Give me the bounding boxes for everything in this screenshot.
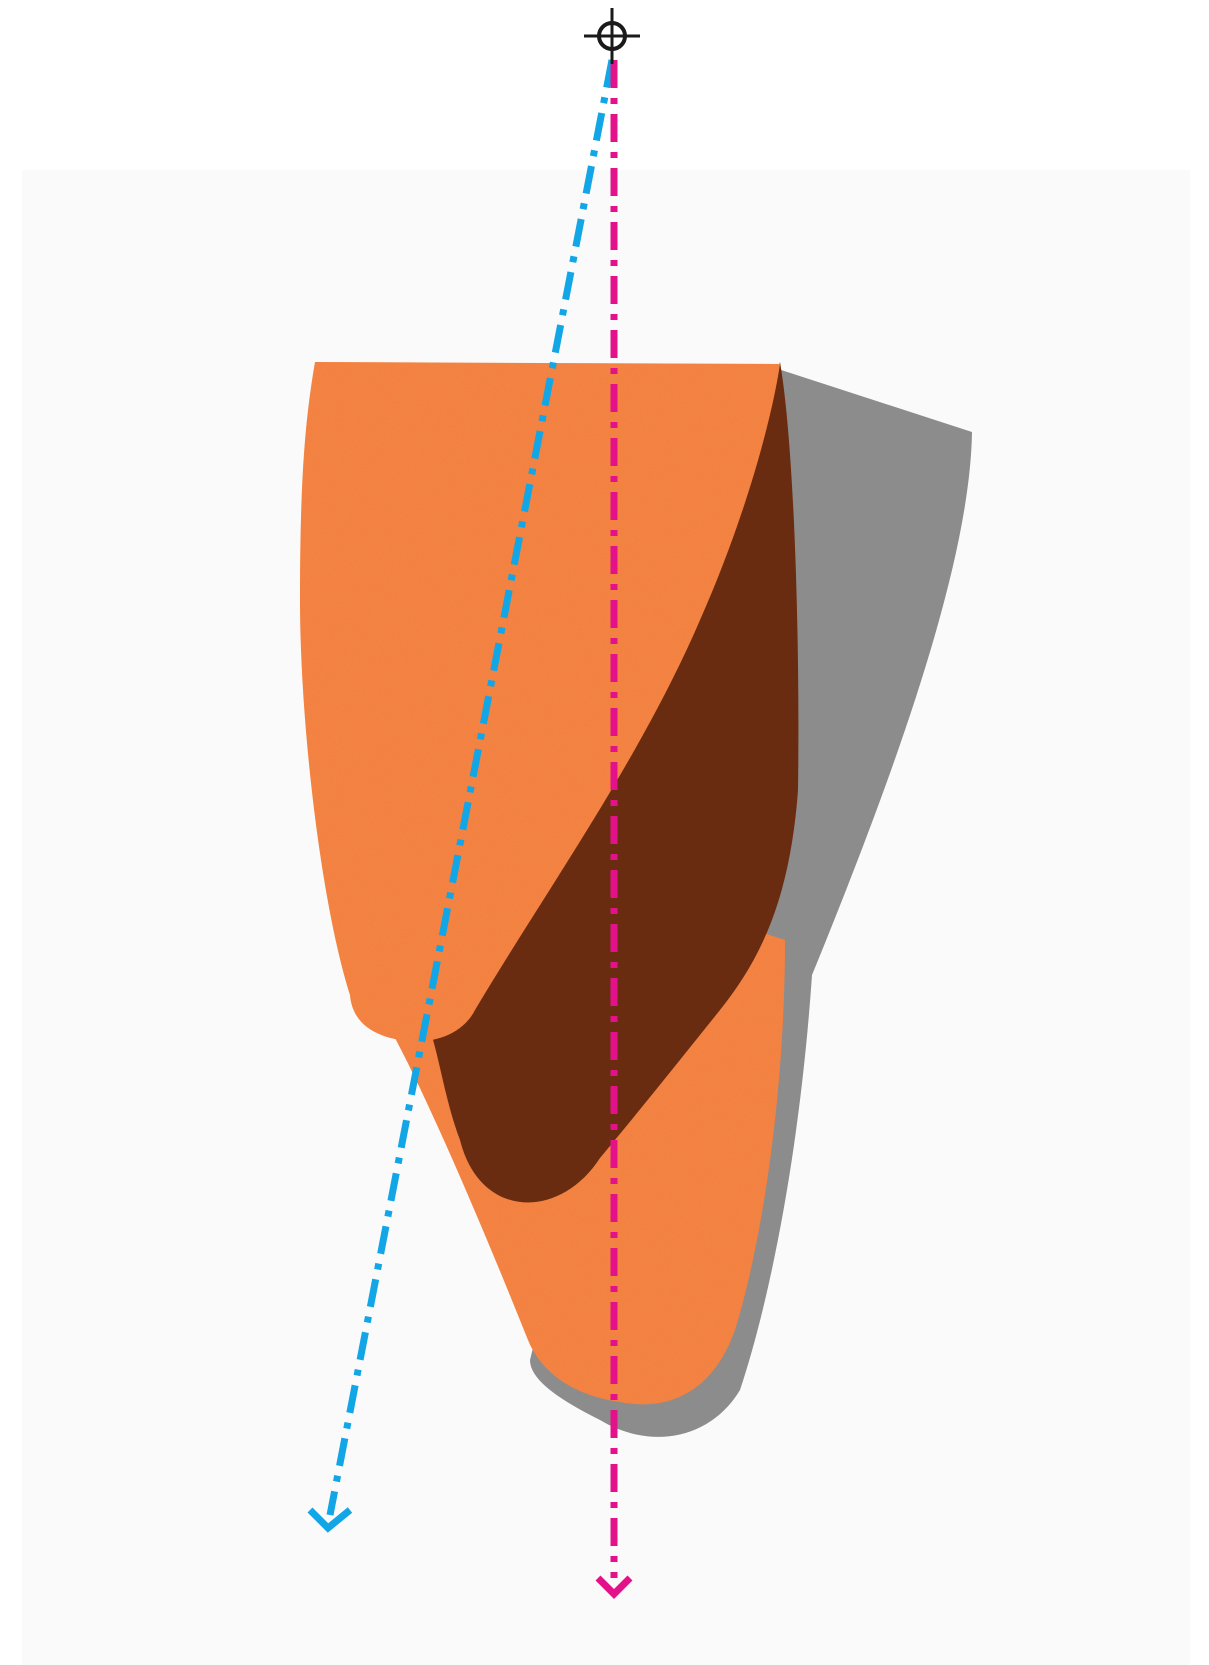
crosshair-icon bbox=[584, 8, 640, 64]
object-front-lobe bbox=[300, 362, 780, 1042]
chevron-down-icon bbox=[307, 1507, 353, 1533]
chevron-down-icon bbox=[595, 1575, 633, 1599]
tilted-axis-line bbox=[326, 59, 616, 1516]
